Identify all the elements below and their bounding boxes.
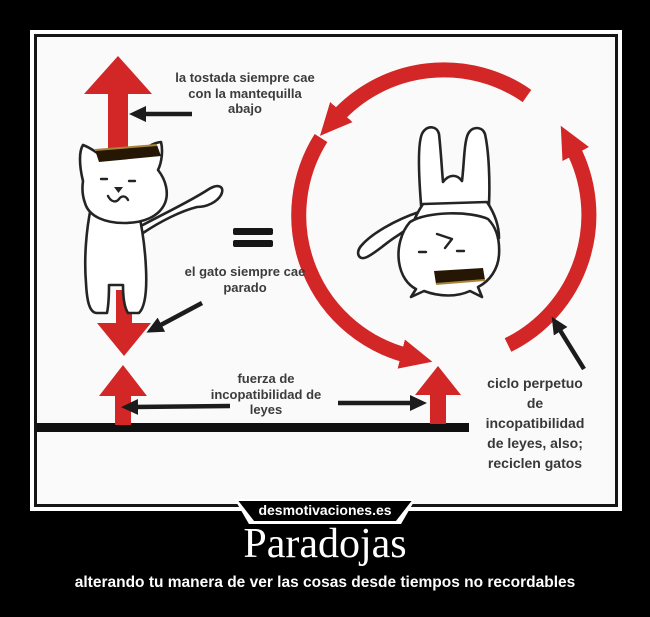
comic-drawing: [37, 56, 597, 432]
ground-line: [37, 423, 469, 432]
perpetual-cycle-label: ciclo perpetuo de incopatibilidad de ley…: [485, 375, 585, 471]
poster-subtitle: alterando tu manera de ver las cosas des…: [74, 574, 576, 591]
equals-sign: [233, 228, 273, 249]
watermark-ribbon-border: desmotivaciones.es: [234, 499, 416, 524]
poster-frame: la tostada siempre cae con la mantequill…: [30, 30, 622, 511]
toast-rule-label: la tostada siempre cae con la mantequill…: [175, 70, 315, 116]
watermark-text: desmotivaciones.es: [238, 501, 412, 521]
watermark-ribbon: desmotivaciones.es: [234, 499, 416, 524]
buttered-cat-comic: la tostada siempre cae con la mantequill…: [34, 34, 618, 507]
perpetual-cycle-arrows-icon: [291, 62, 597, 369]
cat-with-toast-drawing: [78, 140, 224, 315]
up-arrow-right-ground-icon: [415, 366, 461, 424]
incompatibility-force-label: fuerza de incopatibilidad de leyes: [210, 371, 322, 417]
poster-title: Paradojas: [243, 521, 407, 567]
cycle-label-arrow-icon: [551, 316, 586, 371]
up-arrow-toast-icon: [84, 56, 152, 148]
cat-label-arrow-icon: [146, 301, 204, 333]
cat-rule-label: el gato siempre cae parado: [184, 264, 306, 295]
up-arrow-left-ground-icon: [99, 365, 147, 425]
down-arrow-cat-icon: [97, 290, 151, 356]
label-pointer-arrows: [121, 106, 586, 415]
upside-down-cat-drawing: [356, 126, 501, 299]
force-label-arrow-left-icon: [121, 398, 231, 415]
